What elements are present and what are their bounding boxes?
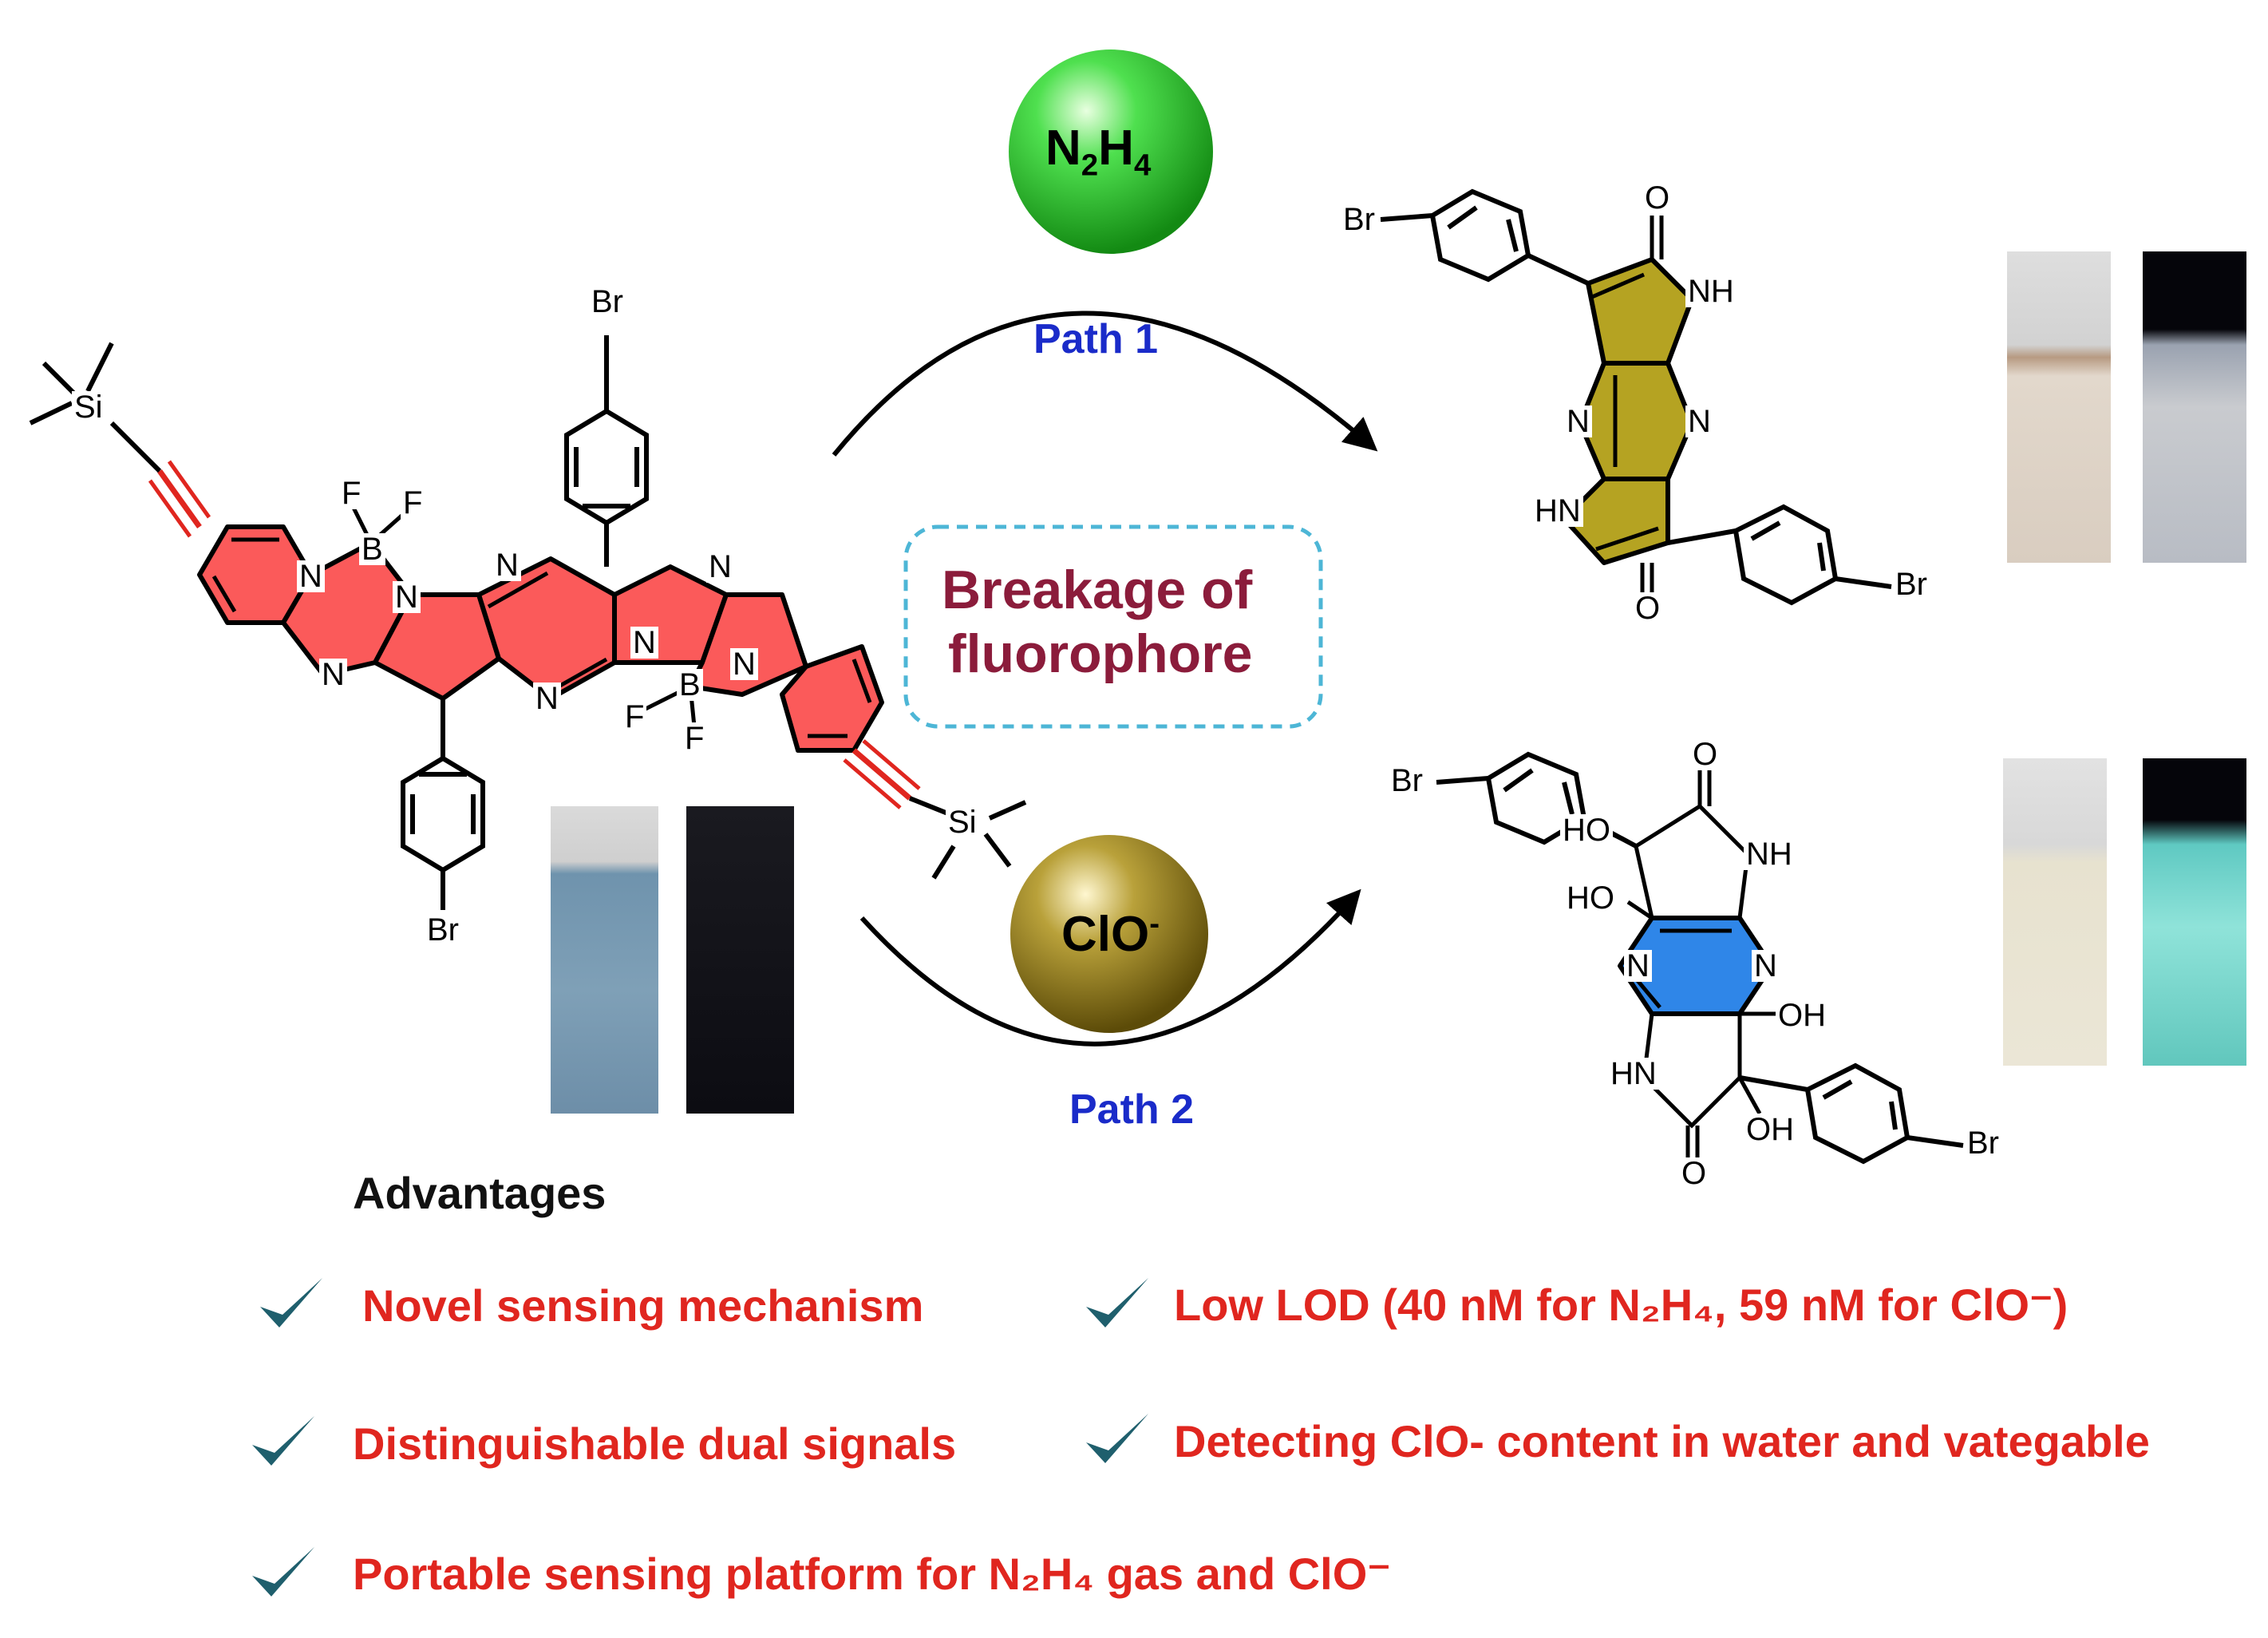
atom-nh: NH	[1744, 838, 1795, 870]
check-icon	[252, 1416, 314, 1466]
atom-n: N	[1685, 406, 1713, 437]
atom-f: F	[682, 722, 707, 754]
atom-o: O	[1633, 592, 1663, 624]
n2h4-sphere	[1009, 49, 1213, 254]
check-icon	[252, 1547, 314, 1596]
atom-n: N	[533, 682, 561, 714]
check-icon	[1086, 1414, 1148, 1463]
advantage-item: Portable sensing platform for N₂H₄ gas a…	[247, 1542, 1391, 1606]
atom-n: N	[706, 551, 734, 583]
atom-br: Br	[589, 286, 626, 318]
atom-oh: OH	[1776, 999, 1828, 1031]
atom-o: O	[1679, 1157, 1709, 1189]
atom-o: O	[1690, 738, 1721, 770]
advantage-item: Novel sensing mechanism	[255, 1273, 923, 1337]
check-icon	[260, 1278, 322, 1327]
breakage-line-1: Breakage of	[942, 560, 1253, 620]
advantage-item: Detecting ClO- content in water and vate…	[1081, 1409, 2150, 1473]
atom-n: N	[393, 581, 421, 613]
breakage-line-2: fluorophore	[948, 623, 1253, 684]
atom-ho: HO	[1560, 814, 1613, 846]
atom-n: N	[1624, 950, 1652, 982]
atom-hn: HN	[1608, 1058, 1659, 1090]
fluorophore-vial-uv	[686, 806, 794, 1114]
atom-si: Si	[72, 391, 105, 423]
path2-vial-daylight	[2003, 758, 2107, 1066]
check-icon	[1086, 1278, 1148, 1327]
atom-br: Br	[1893, 568, 1930, 600]
advantage-item: Distinguishable dual signals	[247, 1411, 956, 1475]
atom-n: N	[1752, 950, 1780, 982]
atom-f: F	[401, 487, 425, 519]
atom-hn: HN	[1532, 495, 1583, 527]
atom-o: O	[1642, 182, 1673, 214]
atom-nh: NH	[1685, 275, 1737, 307]
path2-arrow	[859, 888, 1361, 1046]
atom-ho: HO	[1564, 882, 1617, 914]
n2h4-label: N2H4	[1045, 121, 1152, 183]
path1-product-molecule	[1380, 188, 1892, 606]
advantage-item: Low LOD (40 nM for N₂H₄, 59 nM for ClO⁻)	[1081, 1273, 2068, 1337]
breakage-box	[903, 524, 1323, 729]
atom-n: N	[1564, 406, 1592, 437]
atom-br: Br	[425, 914, 461, 946]
atom-n: N	[493, 549, 521, 581]
atom-b: B	[359, 533, 385, 565]
path2-label: Path 2	[1069, 1086, 1195, 1133]
atom-n: N	[730, 648, 758, 680]
atom-br: Br	[1341, 204, 1377, 235]
atom-oh: OH	[1744, 1114, 1796, 1145]
path1-label: Path 1	[1033, 316, 1159, 362]
atom-b: B	[677, 669, 703, 701]
atom-f: F	[339, 477, 364, 509]
path1-vial-daylight	[2007, 251, 2111, 563]
atom-n: N	[297, 560, 325, 592]
atom-n: N	[319, 659, 347, 690]
atom-br: Br	[1389, 765, 1425, 797]
advantages-title: Advantages	[353, 1168, 607, 1218]
clo-sphere	[1010, 835, 1208, 1033]
clo-label: ClO-	[1061, 906, 1160, 962]
atom-n: N	[630, 627, 658, 659]
path2-vial-uv	[2143, 758, 2246, 1066]
path2-product-molecule	[1436, 751, 1964, 1165]
atom-si: Si	[946, 806, 979, 838]
fluorophore-molecule	[29, 335, 1027, 910]
path1-vial-uv	[2143, 251, 2246, 563]
right-boron-ring	[688, 592, 808, 697]
atom-br: Br	[1965, 1127, 2001, 1159]
fluorophore-vial-daylight	[551, 806, 658, 1114]
path1-arrow	[832, 311, 1378, 457]
left-pyrrole-ring	[373, 592, 501, 701]
atom-f: F	[622, 701, 647, 733]
